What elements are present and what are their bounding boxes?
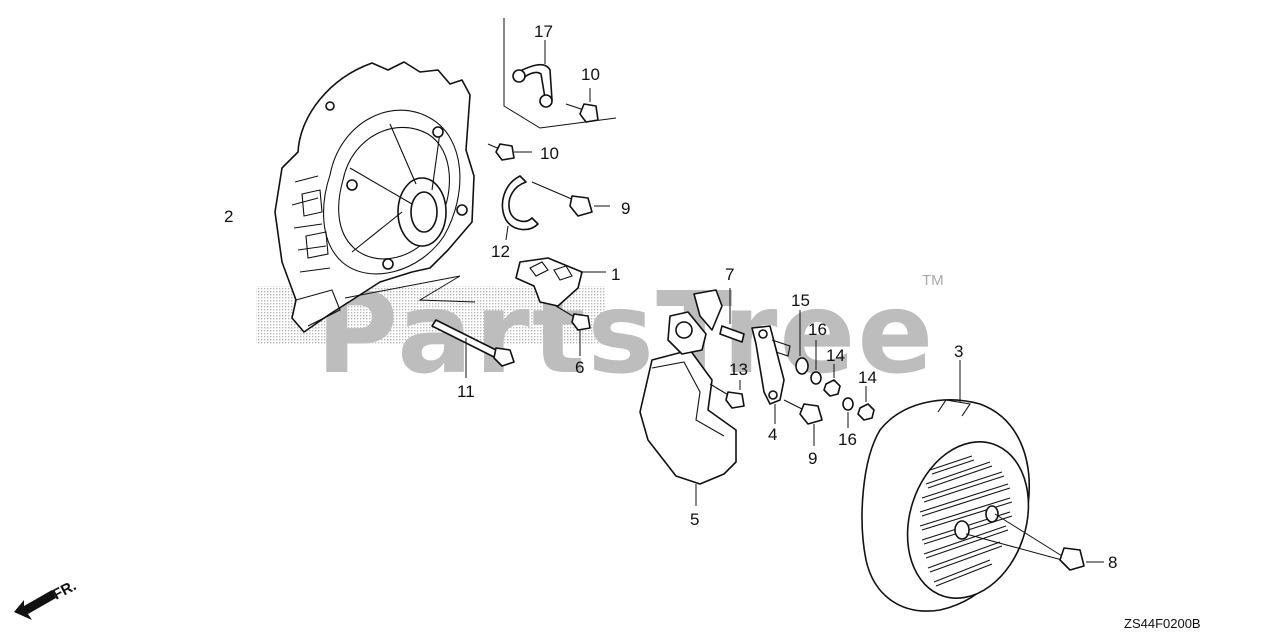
callout-17: 17: [534, 22, 553, 41]
callout-9-upper: 9: [621, 199, 630, 218]
callout-7: 7: [725, 265, 734, 284]
diagram-code: ZS44F0200B: [1124, 616, 1201, 631]
front-direction-indicator: FR.: [14, 577, 79, 620]
callout-15: 15: [791, 291, 810, 310]
part-10-bolt-lower: [487, 143, 532, 161]
part-9-screw-lower: [783, 399, 823, 446]
part-12-wire-clip: [501, 175, 539, 241]
callout-13: 13: [729, 360, 748, 379]
part-9-screw-upper: [531, 181, 610, 217]
callout-14-lower: 14: [858, 368, 877, 387]
callout-5: 5: [690, 510, 699, 529]
part-14-nut-upper: [823, 364, 841, 397]
part-14-nut-lower: [857, 386, 875, 421]
callout-8: 8: [1108, 553, 1117, 572]
watermark-text: PartsTree: [316, 269, 935, 399]
callout-10-upper: 10: [581, 65, 600, 84]
callout-12: 12: [491, 242, 510, 261]
part-16-washer-upper: [810, 340, 822, 385]
direction-label: FR.: [50, 577, 79, 603]
callout-10-lower: 10: [540, 144, 559, 163]
arrow-fr-icon: [14, 590, 56, 620]
callout-2: 2: [224, 207, 233, 226]
part-1-bracket: [515, 257, 606, 307]
callout-16-upper: 16: [808, 320, 827, 339]
part-10-bolt-upper: [565, 88, 599, 123]
callout-labels: 17 10 10 9 2 12 1 7 15 16 14 14 3 11 6 1…: [224, 22, 1117, 572]
part-2-housing: [274, 61, 476, 333]
part-7-screw: [719, 288, 745, 343]
callout-16-lower: 16: [838, 430, 857, 449]
trademark-symbol: TM: [922, 272, 944, 289]
callout-9-lower: 9: [808, 449, 817, 468]
callout-6: 6: [575, 358, 584, 377]
callout-11: 11: [457, 382, 475, 401]
part-16-washer-lower: [842, 397, 854, 428]
part-11-long-bolt: [431, 319, 515, 378]
callout-1: 1: [611, 265, 620, 284]
part-15-washer: [795, 310, 809, 375]
part-6-screw: [555, 305, 591, 356]
callout-4: 4: [768, 425, 777, 444]
part-17-ground-wire: [503, 18, 617, 129]
part-4-terminal-plate: [751, 325, 791, 424]
callout-3: 3: [954, 342, 963, 361]
part-3-rear-cover: [861, 360, 1030, 612]
part-13-screw: [709, 380, 745, 409]
part-8-bolt: [965, 513, 1104, 571]
callout-14-upper: 14: [826, 346, 845, 365]
part-5-cover: [639, 289, 737, 506]
